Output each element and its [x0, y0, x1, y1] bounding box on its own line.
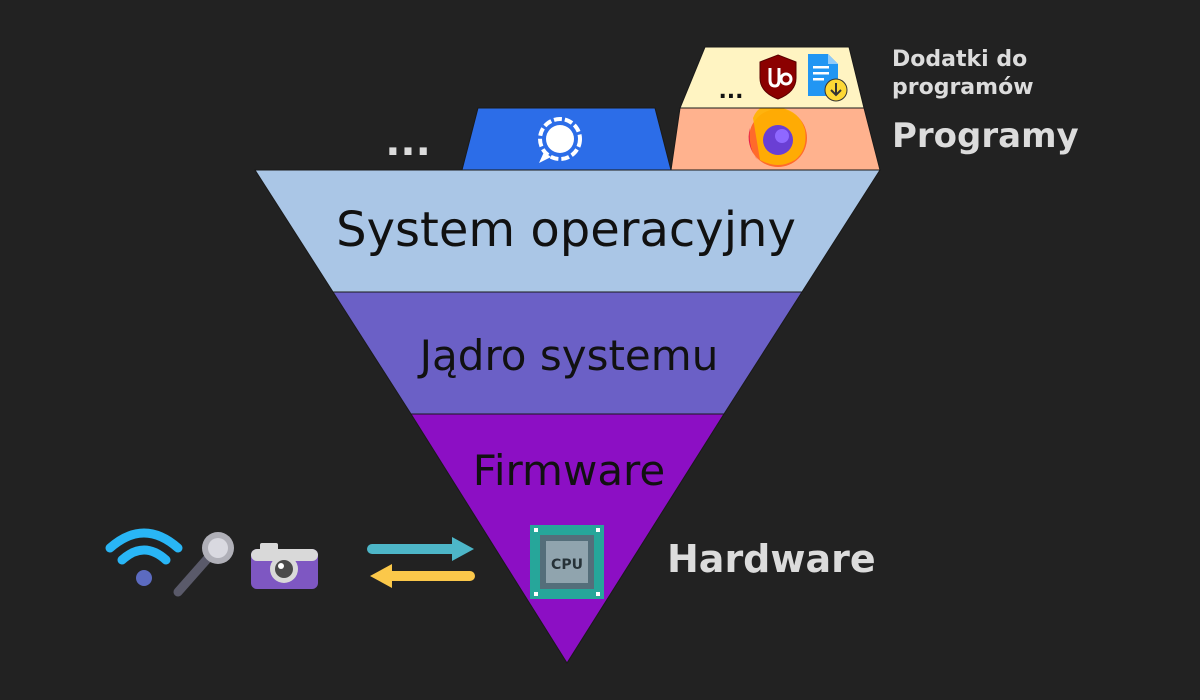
other-programs-ellipsis: ...	[385, 119, 431, 165]
addons-label: Dodatki do programów	[892, 47, 1034, 100]
signal-icon	[538, 117, 582, 163]
other-addons-ellipsis: ...	[718, 79, 743, 104]
ublock-origin-icon	[759, 54, 797, 100]
kernel-layer-label: Jądro systemu	[417, 331, 719, 380]
cpu-icon: CPU	[530, 525, 604, 599]
microphone-icon	[173, 532, 234, 597]
wifi-icon	[105, 528, 183, 586]
addons-block: ...	[679, 46, 865, 109]
signal-program-block	[461, 107, 672, 171]
svg-text:CPU: CPU	[551, 557, 583, 573]
exchange-arrows-icon	[367, 537, 475, 588]
programs-label: Programy	[892, 116, 1079, 156]
firefox-program-block	[670, 105, 881, 171]
firmware-layer-label: Firmware	[473, 446, 666, 495]
hardware-label: Hardware	[667, 537, 876, 581]
download-file-icon	[808, 54, 848, 102]
firefox-icon	[748, 105, 807, 167]
os-layer-label: System operacyjny	[336, 202, 796, 258]
camera-icon	[251, 543, 318, 589]
